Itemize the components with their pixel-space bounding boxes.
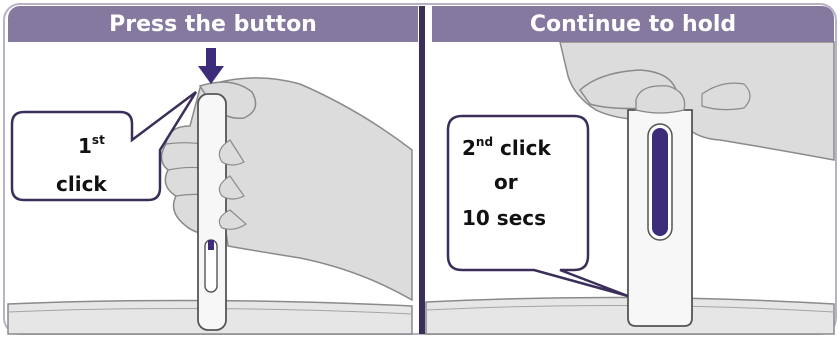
click-word: click (493, 136, 551, 160)
callout-or-label: or (494, 172, 518, 192)
left-pen-body (198, 94, 226, 330)
ordinal-suffix: nd (476, 135, 493, 149)
callout-second-click-line: 2nd click (462, 136, 551, 158)
callout-ten-secs-label: 10 secs (462, 208, 546, 228)
right-pen-window (652, 128, 668, 236)
ordinal-number: 1 (78, 134, 92, 158)
ordinal-suffix: st (92, 133, 105, 147)
callout-first-click-label: click (56, 174, 107, 194)
header-continue-to-hold: Continue to hold (432, 6, 834, 42)
panel-divider (419, 6, 425, 334)
press-arrow-shaft (206, 48, 216, 68)
ordinal-number: 2 (462, 136, 476, 160)
callout-first-click-ordinal: 1st (78, 134, 105, 156)
header-press-the-button: Press the button (8, 6, 418, 42)
